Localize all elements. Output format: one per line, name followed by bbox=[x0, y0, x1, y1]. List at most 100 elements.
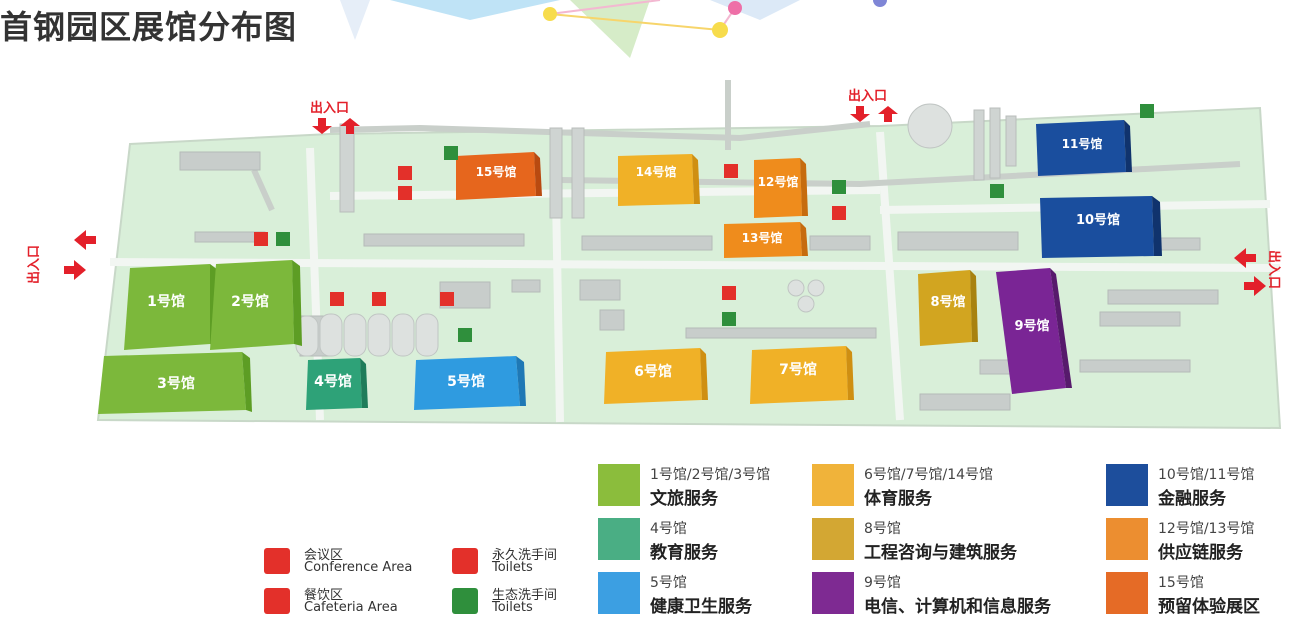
cafeteria-icon bbox=[724, 164, 738, 178]
legend-name: 15号馆 bbox=[1158, 575, 1204, 591]
entrance-right: 出入口 bbox=[1234, 248, 1282, 296]
legend-item: 4号馆 教育服务 bbox=[598, 516, 828, 563]
hall-5-label: 5号馆 bbox=[447, 373, 485, 390]
legend-item: 5号馆 健康卫生服务 bbox=[598, 570, 828, 617]
hall-12[interactable]: 12号馆 bbox=[754, 158, 808, 218]
legend-name: 10号馆/11号馆 bbox=[1158, 467, 1255, 483]
eco-toilet-icon bbox=[990, 184, 1004, 198]
permanent-toilet-icon bbox=[452, 548, 478, 574]
hall-1[interactable]: 1号馆 bbox=[124, 264, 218, 350]
hall-3[interactable]: 3号馆 bbox=[98, 352, 252, 414]
legend-item: 15号馆 预留体验展区 bbox=[1106, 570, 1302, 617]
arrow-left-icon bbox=[74, 230, 96, 250]
map-permanent-toilet-icons bbox=[254, 186, 846, 246]
legend-desc: 电信、计算机和信息服务 bbox=[864, 597, 1051, 617]
conference-icon bbox=[440, 292, 454, 306]
arrow-left-icon bbox=[1234, 248, 1256, 268]
cafeteria-icon bbox=[264, 588, 290, 614]
legend-item: 6号馆/7号馆/14号馆 体育服务 bbox=[812, 462, 1042, 509]
legend-desc: 教育服务 bbox=[650, 543, 718, 563]
hall-10[interactable]: 10号馆 bbox=[1040, 196, 1162, 258]
arrow-right-icon bbox=[64, 260, 86, 280]
hall-11-label: 11号馆 bbox=[1062, 136, 1103, 151]
map-eco-toilet-icons bbox=[276, 104, 1154, 342]
legend-name: 8号馆 bbox=[864, 521, 901, 537]
key-conference: 会议区 Conference Area bbox=[264, 544, 464, 578]
hall-2-label: 2号馆 bbox=[231, 293, 269, 310]
hall-10-label: 10号馆 bbox=[1076, 212, 1120, 228]
hall-6[interactable]: 6号馆 bbox=[604, 348, 708, 404]
hall-7[interactable]: 7号馆 bbox=[750, 346, 854, 404]
legend-name: 12号馆/13号馆 bbox=[1158, 521, 1255, 537]
legend-item: 10号馆/11号馆 金融服务 bbox=[1106, 462, 1302, 509]
hall-6-label: 6号馆 bbox=[634, 363, 672, 380]
entrance-top-right: 出入口 bbox=[848, 88, 898, 122]
page-title: 首钢园区展馆分布图 bbox=[0, 8, 298, 46]
legend-swatch bbox=[1106, 518, 1148, 560]
legend-name: 9号馆 bbox=[864, 575, 901, 591]
key-cafeteria: 餐饮区 Cafeteria Area bbox=[264, 584, 464, 618]
arrow-down-icon bbox=[850, 106, 870, 122]
hall-1-label: 1号馆 bbox=[147, 293, 185, 310]
key-label: 会议区 bbox=[304, 548, 344, 563]
legend-swatch bbox=[1106, 572, 1148, 614]
key-permanent-toilet: 永久洗手间 Toilets bbox=[452, 544, 652, 578]
legend-desc: 工程咨询与建筑服务 bbox=[864, 543, 1017, 563]
arrow-up-icon bbox=[878, 106, 898, 122]
eco-toilet-icon bbox=[452, 588, 478, 614]
legend-item: 9号馆 电信、计算机和信息服务 bbox=[812, 570, 1051, 617]
hall-8[interactable]: 8号馆 bbox=[918, 270, 978, 346]
hall-legend: 1号馆/2号馆/3号馆 文旅服务 4号馆 教育服务 5号馆 健康卫生服务 6号馆… bbox=[598, 462, 1298, 622]
hall-3-label: 3号馆 bbox=[157, 375, 195, 392]
hall-9[interactable]: 9号馆 bbox=[996, 268, 1072, 394]
map-cafeteria-icons bbox=[330, 164, 738, 306]
legend-desc: 供应链服务 bbox=[1158, 543, 1243, 563]
hall-15-label: 15号馆 bbox=[476, 164, 517, 179]
legend-swatch bbox=[598, 572, 640, 614]
hall-12-label: 12号馆 bbox=[758, 174, 799, 189]
chimneys bbox=[339, 107, 1017, 219]
legend-name: 6号馆/7号馆/14号馆 bbox=[864, 467, 994, 483]
cafeteria-icon bbox=[330, 292, 344, 306]
hall-2[interactable]: 2号馆 bbox=[210, 260, 302, 350]
conference-icon bbox=[372, 292, 386, 306]
key-label: 永久洗手间 bbox=[492, 548, 558, 563]
legend-desc: 金融服务 bbox=[1158, 489, 1226, 509]
entrance-label: 出入口 bbox=[848, 88, 887, 104]
hall-8-label: 8号馆 bbox=[930, 294, 965, 310]
cafeteria-icon bbox=[722, 286, 736, 300]
eco-toilet-icon bbox=[444, 146, 458, 160]
eco-toilet-icon bbox=[722, 312, 736, 326]
hall-13-label: 13号馆 bbox=[742, 230, 783, 245]
map-conference-icons bbox=[372, 292, 454, 306]
hall-11[interactable]: 11号馆 bbox=[1036, 120, 1132, 176]
conference-icon bbox=[264, 548, 290, 574]
grey-buildings bbox=[179, 151, 1219, 411]
key-eco-toilet: 生态洗手间 Toilets bbox=[452, 584, 652, 618]
entrance-label: 出入口 bbox=[26, 245, 42, 284]
permanent-toilet-icon bbox=[254, 232, 268, 246]
hall-13[interactable]: 13号馆 bbox=[724, 222, 808, 258]
entrance-label: 出入口 bbox=[1266, 250, 1282, 289]
park-map: 1号馆 2号馆 3号馆 4号馆 5号馆 6号馆 7号馆 8号馆 9号馆 bbox=[26, 80, 1282, 430]
key-label-en: Cafeteria Area bbox=[304, 600, 398, 615]
hall-14[interactable]: 14号馆 bbox=[618, 154, 700, 206]
hall-5[interactable]: 5号馆 bbox=[414, 356, 526, 410]
hall-15[interactable]: 15号馆 bbox=[456, 152, 542, 200]
arrow-right-icon bbox=[1244, 276, 1266, 296]
legend-swatch bbox=[598, 464, 640, 506]
eco-toilet-icon bbox=[276, 232, 290, 246]
key-label-en: Conference Area bbox=[304, 560, 413, 575]
key-label: 生态洗手间 bbox=[492, 588, 558, 603]
entrance-label: 出入口 bbox=[310, 100, 349, 116]
eco-toilet-icon bbox=[1140, 104, 1154, 118]
hall-4[interactable]: 4号馆 bbox=[306, 358, 368, 410]
hall-4-label: 4号馆 bbox=[314, 373, 352, 390]
legend-item: 1号馆/2号馆/3号馆 文旅服务 bbox=[598, 462, 828, 509]
eco-toilet-icon bbox=[458, 328, 472, 342]
key-label-en: Toilets bbox=[492, 600, 533, 615]
entrance-left: 出入口 bbox=[26, 230, 96, 284]
legend-name: 5号馆 bbox=[650, 575, 687, 591]
legend-item: 8号馆 工程咨询与建筑服务 bbox=[812, 516, 1042, 563]
key-label: 餐饮区 bbox=[304, 588, 344, 603]
